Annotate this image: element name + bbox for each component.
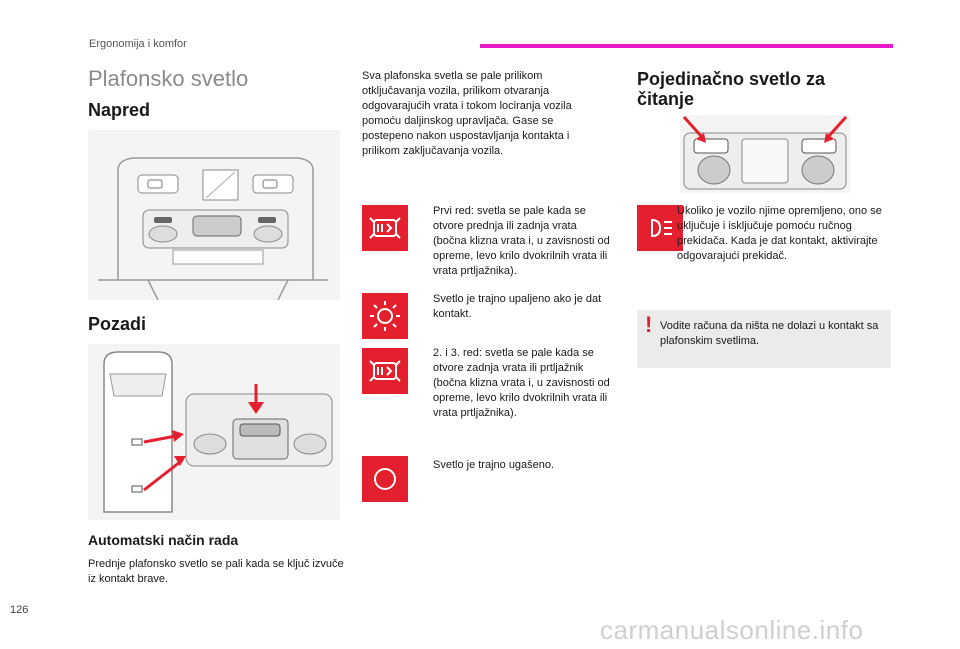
door-light-icon bbox=[362, 205, 408, 251]
mode-text-rear-rows: 2. i 3. red: svetla se pale kada se otvo… bbox=[433, 347, 610, 419]
reading-light-heading: Pojedinačno svetlo za čitanje bbox=[637, 69, 826, 109]
warning-icon: ! bbox=[645, 312, 653, 337]
mode-text-permanent-off: Svetlo je trajno ugašeno. bbox=[433, 459, 555, 471]
warning-box bbox=[637, 310, 891, 368]
intro-text: Sva plafonska svetla se pale prilikom ot… bbox=[362, 70, 572, 157]
header-section: Ergonomija i komfor bbox=[89, 38, 187, 50]
light-off-icon bbox=[362, 456, 408, 502]
auto-mode-text: Prednje plafonsko svetlo se pali kada se… bbox=[88, 558, 344, 585]
reading-light-text: Ukoliko je vozilo njime opremljeno, ono … bbox=[677, 205, 882, 262]
mode-text-permanent-on: Svetlo je trajno upaljeno ako je dat kon… bbox=[433, 293, 602, 320]
warning-text: Vodite računa da ništa ne dolazi u konta… bbox=[660, 320, 879, 347]
front-heading: Napred bbox=[88, 100, 151, 120]
door-light-icon bbox=[362, 348, 408, 394]
page-number: 126 bbox=[10, 604, 29, 616]
front-ceiling-light-illustration bbox=[88, 130, 340, 300]
rear-ceiling-light-illustration bbox=[88, 344, 340, 520]
rear-heading: Pozadi bbox=[88, 314, 147, 334]
reading-light-illustration bbox=[680, 115, 850, 193]
light-on-icon bbox=[362, 293, 408, 339]
page-title: Plafonsko svetlo bbox=[88, 66, 249, 91]
header-accent-bar bbox=[480, 44, 893, 48]
auto-mode-heading: Automatski način rada bbox=[88, 532, 239, 548]
watermark: carmanualsonline.info bbox=[600, 615, 864, 645]
mode-text-front-row: Prvi red: svetla se pale kada se otvore … bbox=[433, 205, 610, 277]
reading-light-icon bbox=[637, 205, 683, 251]
